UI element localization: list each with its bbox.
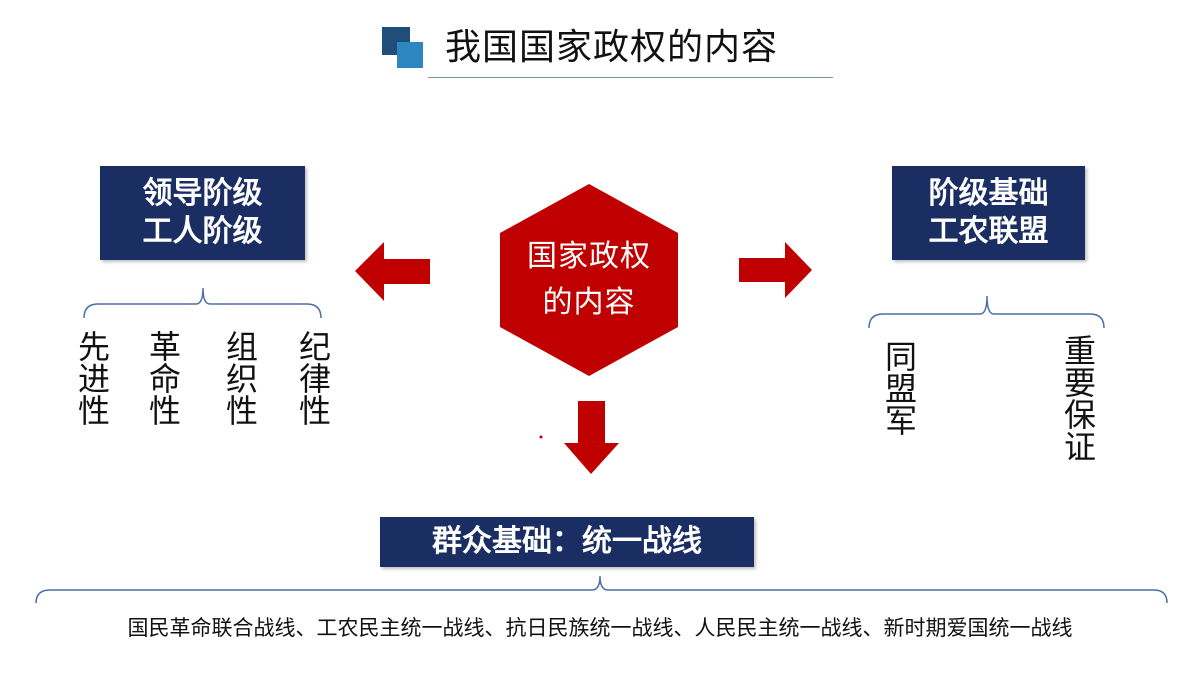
leading-class-line2: 工人阶级 [142, 214, 263, 249]
arrow-left-icon [355, 242, 430, 301]
center-label-line2: 的内容 [542, 285, 636, 320]
trait-ally: 同盟军 [880, 340, 918, 436]
united-front-list: 国民革命联合战线、工农民主统一战线、抗日民族统一战线、人民民主统一战线、新时期爱… [127, 616, 1073, 640]
bottom-brace [35, 575, 1168, 604]
center-label: 国家政权 的内容 [500, 225, 678, 335]
arrow-down-icon [564, 401, 619, 474]
class-foundation-box: 阶级基础 工农联盟 [892, 166, 1085, 260]
right-brace [868, 295, 1105, 329]
mass-foundation-label: 群众基础：统一战线 [432, 524, 702, 559]
center-label-line1: 国家政权 [527, 239, 651, 274]
trait-guarantee: 重要保证 [1059, 334, 1097, 462]
page-title: 我国国家政权的内容 [445, 27, 779, 68]
trait-disciplined: 纪律性 [294, 330, 332, 426]
arrow-right-icon [739, 242, 812, 298]
leading-class-box: 领导阶级 工人阶级 [100, 166, 305, 260]
title-square-accent-icon [397, 42, 423, 68]
trait-revolutionary: 革命性 [144, 330, 182, 426]
red-dot [539, 435, 543, 439]
mass-foundation-box: 群众基础：统一战线 [380, 517, 754, 567]
left-brace [83, 287, 322, 319]
class-foundation-line1: 阶级基础 [928, 176, 1049, 211]
leading-class-line1: 领导阶级 [142, 176, 263, 211]
trait-organized: 组织性 [221, 330, 259, 426]
title-underline [428, 77, 833, 78]
center-hexagon [500, 184, 678, 376]
class-foundation-line2: 工农联盟 [928, 214, 1049, 249]
trait-advanced: 先进性 [73, 330, 111, 426]
